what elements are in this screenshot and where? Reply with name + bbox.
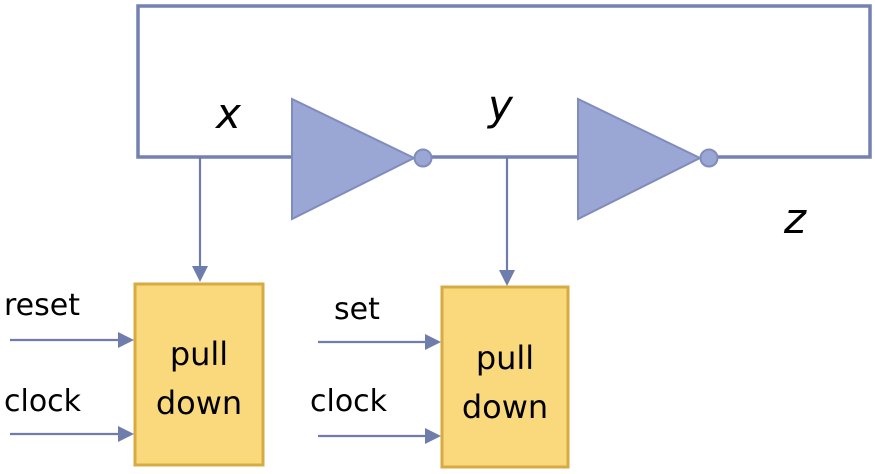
- clock-input-arrow-2: [318, 428, 441, 444]
- inverter-1: [291, 97, 433, 221]
- reset-input-arrow: [10, 332, 134, 348]
- pulldown-block-1-label-line2: down: [156, 384, 242, 422]
- y-to-pulldown-arrow: [499, 157, 515, 286]
- inverter-2: [577, 97, 719, 221]
- pulldown-block-2-label-line1: pull: [476, 339, 534, 377]
- x-to-pulldown-arrow: [192, 157, 208, 282]
- feedback-loop-wire: [136, 4, 872, 159]
- pulldown-block-1: pull down: [133, 282, 265, 467]
- node-x-label: x: [214, 89, 242, 138]
- set-label: set: [334, 292, 380, 327]
- clock-input-arrow-1: [10, 426, 134, 442]
- pulldown-block-2-label-line2: down: [462, 388, 548, 426]
- pulldown-block-1-label-line1: pull: [170, 335, 228, 373]
- pulldown-block-2: pull down: [440, 285, 570, 469]
- node-y-label: y: [486, 81, 514, 130]
- node-z-label: z: [783, 194, 807, 243]
- clock-label-2: clock: [310, 384, 388, 419]
- set-input-arrow: [318, 334, 441, 350]
- reset-label: reset: [4, 288, 80, 323]
- clock-label-1: clock: [4, 384, 82, 419]
